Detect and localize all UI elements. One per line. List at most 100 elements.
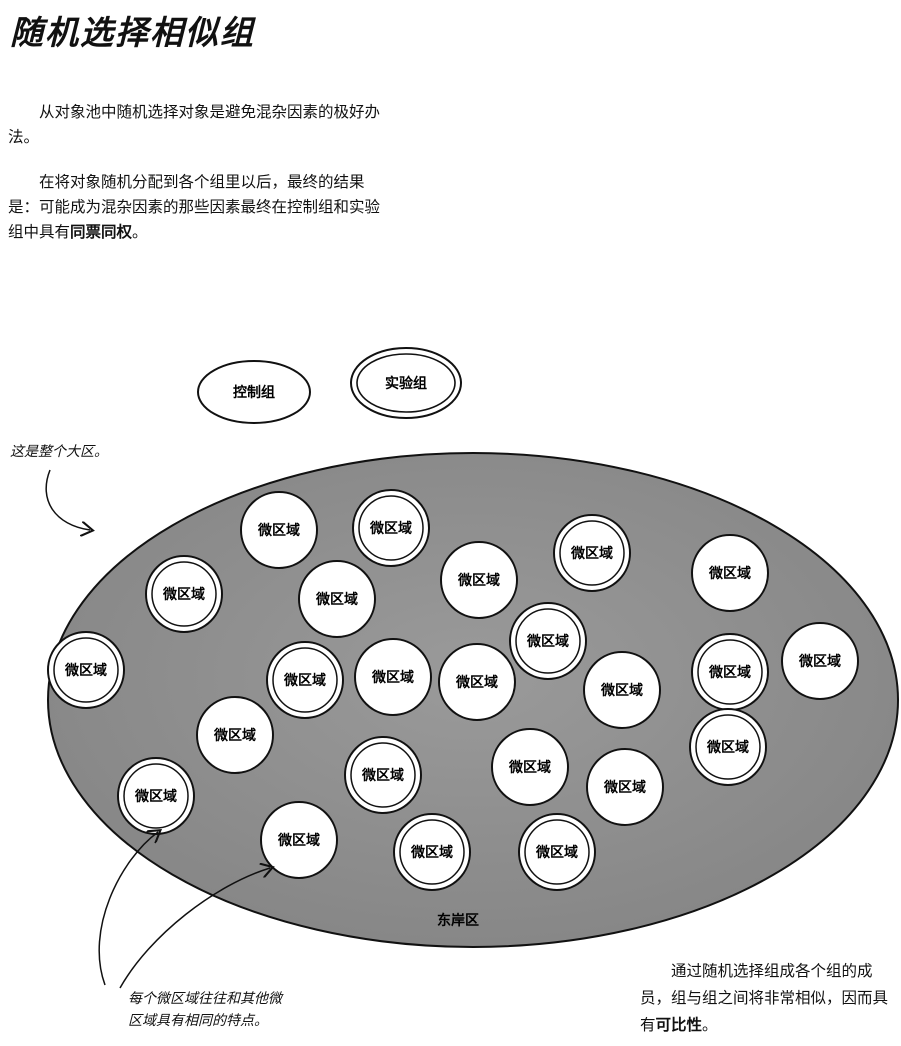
microregion-circle: [440, 541, 518, 619]
microregion-13-control: 微区域: [583, 651, 661, 729]
microregion-label: 微区域: [706, 739, 749, 756]
conclusion-paragraph: 通过随机选择组成各个组的成员，组与组之间将非常相似，因而具有可比性。: [640, 958, 892, 1039]
microregion-circle: [438, 643, 516, 721]
microregion-8-experimental: 微区域: [47, 631, 125, 709]
intro-paragraph-1: 从对象池中随机选择对象是避免混杂因素的极好办法。: [8, 100, 386, 150]
microregion-4-control: 微区域: [298, 560, 376, 638]
microregion-note-arrow-2: [119, 868, 270, 989]
microregion-14-experimental: 微区域: [691, 633, 769, 711]
microregion-21-experimental: 微区域: [117, 757, 195, 835]
microregion-label: 微区域: [508, 759, 551, 776]
microregion-2-experimental: 微区域: [352, 489, 430, 567]
microregion-label: 微区域: [134, 788, 177, 805]
microregion-inner-ring: [350, 742, 416, 808]
microregion-inner-ring: [515, 608, 581, 674]
microregion-label: 微区域: [526, 633, 569, 650]
microregion-label: 微区域: [361, 767, 404, 784]
microregion-label: 微区域: [600, 682, 643, 699]
microregion-circle: [344, 736, 422, 814]
microregion-circle: [586, 748, 664, 826]
microregion-label: 微区域: [315, 591, 358, 608]
microregion-label: 微区域: [369, 520, 412, 537]
microregion-inner-ring: [559, 520, 625, 586]
microregion-inner-ring: [123, 763, 189, 829]
conclusion-suffix: 。: [702, 1016, 718, 1034]
region-label: 东岸区: [437, 912, 479, 929]
microregion-note-line-1: 每个微区域往往和其他微: [128, 991, 282, 1007]
microregion-circle: [553, 514, 631, 592]
microregion-note-arrow-1: [98, 832, 158, 986]
microregion-label: 微区域: [283, 672, 326, 689]
microregion-note: 每个微区域往往和其他微 区域具有相同的特点。: [128, 988, 282, 1032]
microregion-circle: [298, 560, 376, 638]
conclusion-prefix: 通过随机选择组成各个组的成员，组与组之间将非常相似，因而具有: [640, 962, 889, 1034]
microregion-inner-ring: [399, 819, 465, 885]
microregion-circle: [491, 728, 569, 806]
microregion-20-experimental: 微区域: [689, 708, 767, 786]
microregion-18-control: 微区域: [491, 728, 569, 806]
intro-paragraph-1-text: 从对象池中随机选择对象是避免混杂因素的极好办法。: [8, 103, 381, 146]
equal-weight-emphasis: 同票同权: [70, 223, 133, 241]
microregion-11-control: 微区域: [438, 643, 516, 721]
microregion-label: 微区域: [570, 545, 613, 562]
microregion-7-control: 微区域: [691, 534, 769, 612]
microregion-label: 微区域: [708, 664, 751, 681]
microregion-17-experimental: 微区域: [344, 736, 422, 814]
microregion-3-experimental: 微区域: [145, 555, 223, 633]
microregion-15-control: 微区域: [781, 622, 859, 700]
microregion-circles: 微区域微区域微区域微区域微区域微区域微区域微区域微区域微区域微区域微区域微区域微…: [47, 489, 859, 891]
control-group-legend: 控制组: [197, 360, 311, 424]
comparability-emphasis: 可比性: [655, 1016, 703, 1034]
microregion-circle: [354, 638, 432, 716]
microregion-label: 微区域: [257, 522, 300, 539]
microregion-24-experimental: 微区域: [518, 813, 596, 891]
microregion-label: 微区域: [410, 844, 453, 861]
microregion-label: 微区域: [455, 674, 498, 691]
microregion-label: 微区域: [457, 572, 500, 589]
microregion-circle: [352, 489, 430, 567]
microregion-circle: [260, 801, 338, 879]
microregion-label: 微区域: [277, 832, 320, 849]
microregion-5-control: 微区域: [440, 541, 518, 619]
microregion-circle: [518, 813, 596, 891]
microregion-inner-ring: [697, 639, 763, 705]
region-note: 这是整个大区。: [10, 444, 108, 460]
microregion-inner-ring: [524, 819, 590, 885]
microregion-9-experimental: 微区域: [266, 641, 344, 719]
microregion-circle: [689, 708, 767, 786]
microregion-6-experimental: 微区域: [553, 514, 631, 592]
microregion-16-control: 微区域: [196, 696, 274, 774]
microregion-circle: [691, 534, 769, 612]
control-group-label: 控制组: [233, 384, 275, 401]
microregion-label: 微区域: [535, 844, 578, 861]
microregion-inner-ring: [53, 637, 119, 703]
microregion-label: 微区域: [213, 727, 256, 744]
microregion-circle: [266, 641, 344, 719]
intro-paragraph-2-prefix: 在将对象随机分配到各个组里以后，最终的结果是：可能成为混杂因素的那些因素最终在控…: [8, 173, 381, 241]
microregion-12-experimental: 微区域: [509, 602, 587, 680]
microregion-inner-ring: [358, 495, 424, 561]
experimental-group-label: 实验组: [385, 375, 427, 392]
microregion-circle: [393, 813, 471, 891]
experimental-group-legend: 实验组: [350, 347, 462, 419]
microregion-inner-ring: [151, 561, 217, 627]
microregion-circle: [781, 622, 859, 700]
microregion-19-control: 微区域: [586, 748, 664, 826]
microregion-label: 微区域: [708, 565, 751, 582]
region-note-arrow: [45, 469, 90, 530]
intro-paragraph-2-suffix: 。: [132, 223, 148, 241]
microregion-label: 微区域: [371, 669, 414, 686]
microregion-inner-ring: [695, 714, 761, 780]
microregion-23-experimental: 微区域: [393, 813, 471, 891]
intro-paragraph-2: 在将对象随机分配到各个组里以后，最终的结果是：可能成为混杂因素的那些因素最终在控…: [8, 170, 386, 245]
microregion-label: 微区域: [162, 586, 205, 603]
microregion-label: 微区域: [798, 653, 841, 670]
microregion-circle: [145, 555, 223, 633]
microregion-inner-ring: [272, 647, 338, 713]
microregion-circle: [47, 631, 125, 709]
microregion-circle: [240, 491, 318, 569]
microregion-22-control: 微区域: [260, 801, 338, 879]
page-title: 随机选择相似组: [10, 13, 255, 52]
microregion-label: 微区域: [603, 779, 646, 796]
